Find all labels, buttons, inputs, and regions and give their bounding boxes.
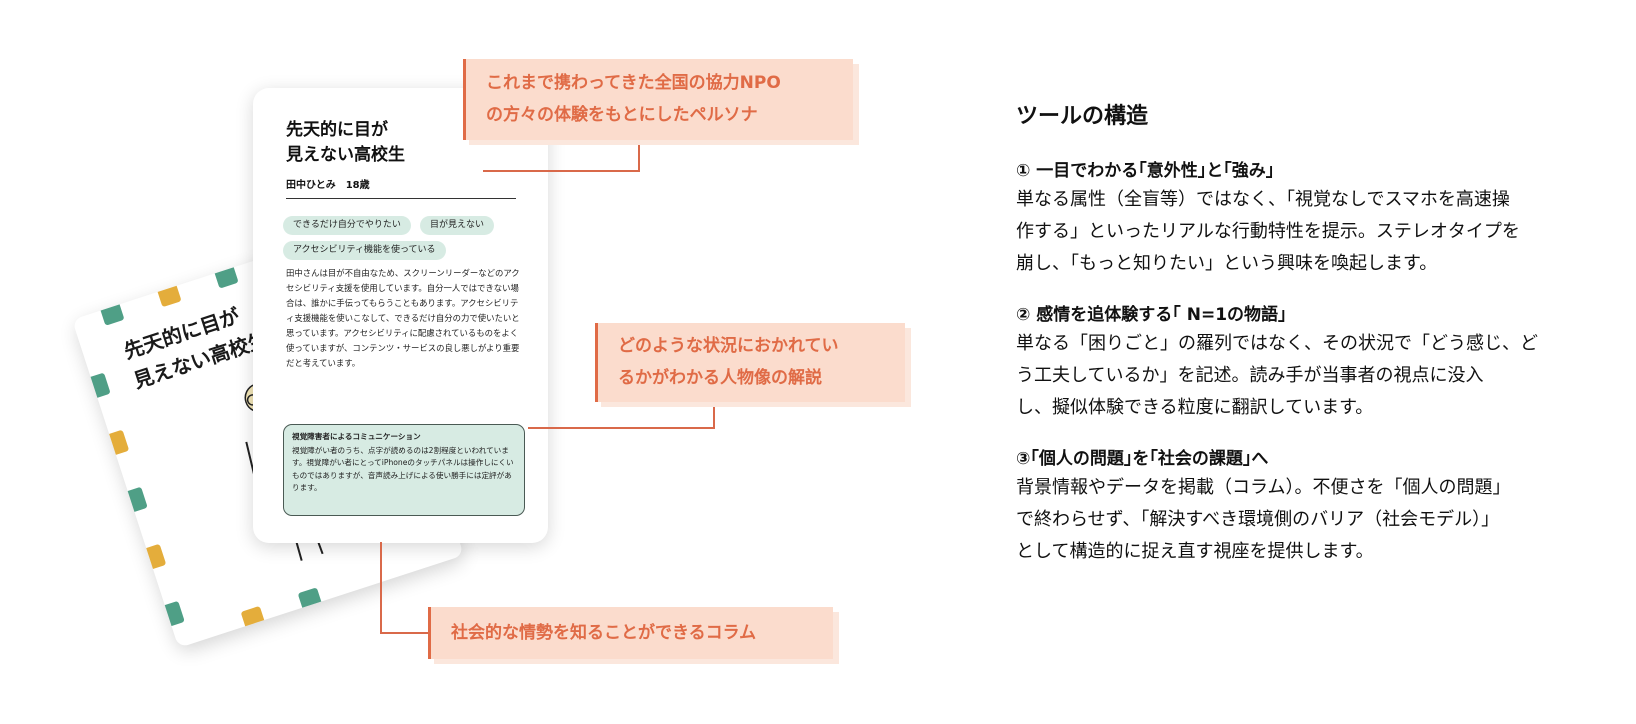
structure-panel: ツールの構造 ① 一目でわかる｢意外性｣と｢強み｣ 単なる属性（全盲等）ではなく…	[1016, 98, 1606, 590]
panel-title: ツールの構造	[1016, 104, 1149, 129]
front-persona-card: 先天的に目が 見えない高校生 田中ひとみ 18歳 できるだけ自分でやりたい 目が…	[253, 88, 548, 543]
structure-section: ② 感情を追体験する｢ N=1の物語｣ 単なる「困りごと」の羅列ではなく、その状…	[1016, 302, 1606, 424]
column-box: 視覚障害者によるコミュニケーション 視覚障がい者のうち、点字が読めるのは2割程度…	[283, 424, 525, 516]
deco-stripe	[140, 543, 167, 571]
divider	[286, 198, 516, 199]
connector-line	[528, 427, 714, 429]
deco-stripe	[103, 429, 130, 457]
section-heading: ③｢個人の問題｣を｢社会の課題｣へ	[1016, 449, 1269, 469]
deco-stripe	[84, 372, 111, 400]
connector-line	[638, 140, 640, 172]
connector-line	[713, 402, 715, 429]
deco-stripe	[212, 261, 239, 289]
connector-line	[380, 542, 382, 633]
structure-section: ① 一目でわかる｢意外性｣と｢強み｣ 単なる属性（全盲等）ではなく、「視覚なしで…	[1016, 158, 1606, 280]
callout-column: 社会的な情勢を知ることができるコラム	[428, 607, 833, 659]
callout-persona-basis: これまで携わってきた全国の協力NPO の方々の体験をもとにしたペルソナ	[463, 59, 853, 140]
deco-stripe	[240, 605, 267, 633]
column-title: 視覚障害者によるコミュニケーション	[292, 432, 421, 441]
deco-stripe	[98, 298, 125, 326]
persona-description: 田中さんは目が不自由なため、スクリーンリーダーなどのアクセシビリティ支援を使用し…	[286, 268, 520, 368]
column-body: 視覚障がい者のうち、点字が読めるのは2割程度といわれています。視覚障がい者にとっ…	[292, 445, 514, 493]
section-heading: ② 感情を追体験する｢ N=1の物語｣	[1016, 305, 1287, 325]
connector-line	[483, 170, 639, 172]
section-body: 単なる「困りごと」の羅列ではなく、その状況で「どう感じ、ど う工夫しているか」を…	[1016, 333, 1538, 418]
structure-section: ③｢個人の問題｣を｢社会の課題｣へ 背景情報やデータを掲載（コラム）。不便さを「…	[1016, 446, 1606, 568]
persona-tag: アクセシビリティ機能を使っている	[283, 241, 446, 260]
deco-stripe	[297, 587, 324, 615]
deco-stripe	[155, 280, 182, 308]
deco-stripe	[121, 486, 148, 514]
persona-title: 先天的に目が 見えない高校生	[286, 120, 405, 165]
persona-tag: できるだけ自分でやりたい	[283, 216, 411, 235]
section-body: 単なる属性（全盲等）ではなく、「視覚なしでスマホを高速操 作する」といったリアル…	[1016, 189, 1520, 274]
deco-stripe	[159, 600, 185, 628]
connector-line	[380, 632, 428, 634]
callout-persona-description: どのような状況におかれてい るかがわかる人物像の解説	[595, 323, 905, 402]
persona-tag: 目が見えない	[420, 216, 495, 235]
persona-name-age: 田中ひとみ 18歳	[286, 180, 370, 191]
section-heading: ① 一目でわかる｢意外性｣と｢強み｣	[1016, 161, 1275, 181]
section-body: 背景情報やデータを掲載（コラム）。不便さを「個人の問題」 で終わらせず、「解決す…	[1016, 477, 1511, 562]
